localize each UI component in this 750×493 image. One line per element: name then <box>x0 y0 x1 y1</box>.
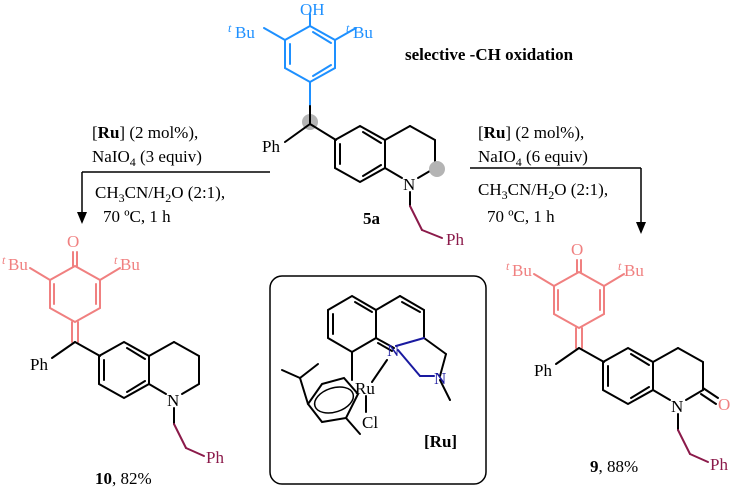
tbu-prefix-9-right: t <box>618 259 622 273</box>
tbu-label-9-right: Bu <box>624 261 644 280</box>
phenol-ring <box>263 13 357 107</box>
right-oxidant-line: NaIO4 (6 equiv) <box>478 147 588 169</box>
left-oxidant-line: NaIO4 (3 equiv) <box>92 147 202 169</box>
tbu-prefix-10-left: t <box>2 253 6 267</box>
oh-label: OH <box>300 0 325 19</box>
ph-benzyl-start: Ph <box>446 230 464 249</box>
tbu-prefix-right: t <box>346 21 350 35</box>
catalyst-box-label: [Ru] <box>424 432 457 451</box>
tbu-label-9-left: Bu <box>512 261 532 280</box>
tetrahydroquinoline <box>334 124 436 207</box>
yield-9: 9, 88% <box>590 457 638 476</box>
n-label-10: N <box>167 391 179 410</box>
left-conditions: [Ru] (2 mol%), NaIO4 (3 equiv) CH3CN/H2O… <box>77 123 270 226</box>
n-label-9: N <box>671 397 683 416</box>
tbu-prefix-left: t <box>228 21 232 35</box>
left-catalyst-line: [Ru] (2 mol%), <box>92 123 198 142</box>
right-conditions: [Ru] (2 mol%), NaIO4 (6 equiv) CH3CN/H2O… <box>470 123 646 234</box>
alpha-ch2-site <box>429 161 445 177</box>
tbu-label-10-right: Bu <box>120 255 140 274</box>
o-label-9-lactam: O <box>718 395 730 414</box>
ph-benzyl-9: Ph <box>710 455 728 474</box>
ru-label-cat: Ru <box>355 379 375 398</box>
right-catalyst-line: [Ru] (2 mol%), <box>478 123 584 142</box>
tbu-label-left: Bu <box>235 23 255 42</box>
catalyst-box: N N Ru Cl [Ru] <box>269 275 487 485</box>
o-label-9: O <box>571 240 583 259</box>
tbu-prefix-10-right: t <box>114 253 118 267</box>
ph-label-9: Ph <box>534 361 552 380</box>
o-label-10: O <box>67 232 79 251</box>
ph-label-10: Ph <box>30 355 48 374</box>
tbu-prefix-9-left: t <box>506 259 510 273</box>
left-solvent-line: CH3CN/H2O (2:1), <box>95 183 225 205</box>
tbu-label-10-left: Bu <box>8 255 28 274</box>
n-label-start: N <box>403 175 415 194</box>
cl-label-cat: Cl <box>362 413 378 432</box>
product-10: O t Bu t Bu <box>2 232 224 488</box>
ph-benzyl-10: Ph <box>206 448 224 467</box>
right-solvent-line: CH3CN/H2O (2:1), <box>478 180 608 202</box>
right-temp-line: 70 ºC, 1 h <box>487 207 555 226</box>
product-9: O t Bu t Bu <box>506 240 730 476</box>
yield-10: 10, 82% <box>95 469 152 488</box>
n-label-cat-2: N <box>434 369 446 388</box>
compound-id-5a: 5a <box>363 209 381 228</box>
scheme-heading: selective -CH oxidation <box>405 45 574 64</box>
starting-material-5a: OH t Bu t Bu Ph N <box>228 0 464 249</box>
tbu-label-right: Bu <box>353 23 373 42</box>
n-label-cat-1: N <box>387 341 399 360</box>
ph-label-start: Ph <box>262 137 280 156</box>
left-temp-line: 70 ºC, 1 h <box>103 207 171 226</box>
